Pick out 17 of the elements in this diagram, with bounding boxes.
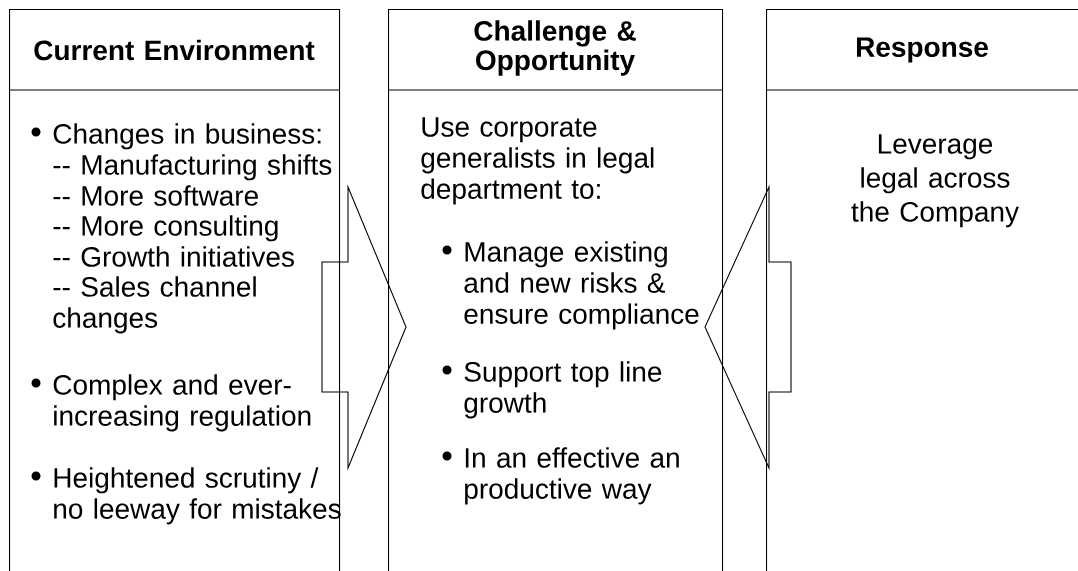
bullet-text: Use corporate generalists in legal department to: bbox=[421, 117, 654, 205]
bullet-text: Complex and ever-increasing regulation bbox=[53, 374, 311, 432]
block-arrow bbox=[704, 184, 792, 471]
column-heading: Current Environment bbox=[34, 39, 315, 61]
block-arrow bbox=[321, 184, 407, 471]
bullet-text: Manage existing and new risks & ensure compliance bbox=[464, 241, 699, 330]
bullet-text: -- Growth initiatives bbox=[53, 246, 294, 267]
bullet-text: -- More consulting bbox=[53, 215, 278, 242]
body-text: Leverage legal across the Company bbox=[851, 134, 1019, 228]
bullet-text: Support top line growth bbox=[464, 361, 662, 419]
column-heading: Challenge & Opportunity bbox=[474, 20, 636, 76]
bullet-text: -- Manufacturing shifts bbox=[53, 154, 332, 181]
bullet-text: -- Sales channel changes bbox=[53, 276, 256, 334]
bullet-text: -- More software bbox=[53, 185, 258, 206]
bullet-text: Changes in business: bbox=[53, 123, 321, 150]
column-heading: Response bbox=[856, 37, 988, 63]
bullet-text: In an effective an productive way bbox=[465, 447, 679, 505]
